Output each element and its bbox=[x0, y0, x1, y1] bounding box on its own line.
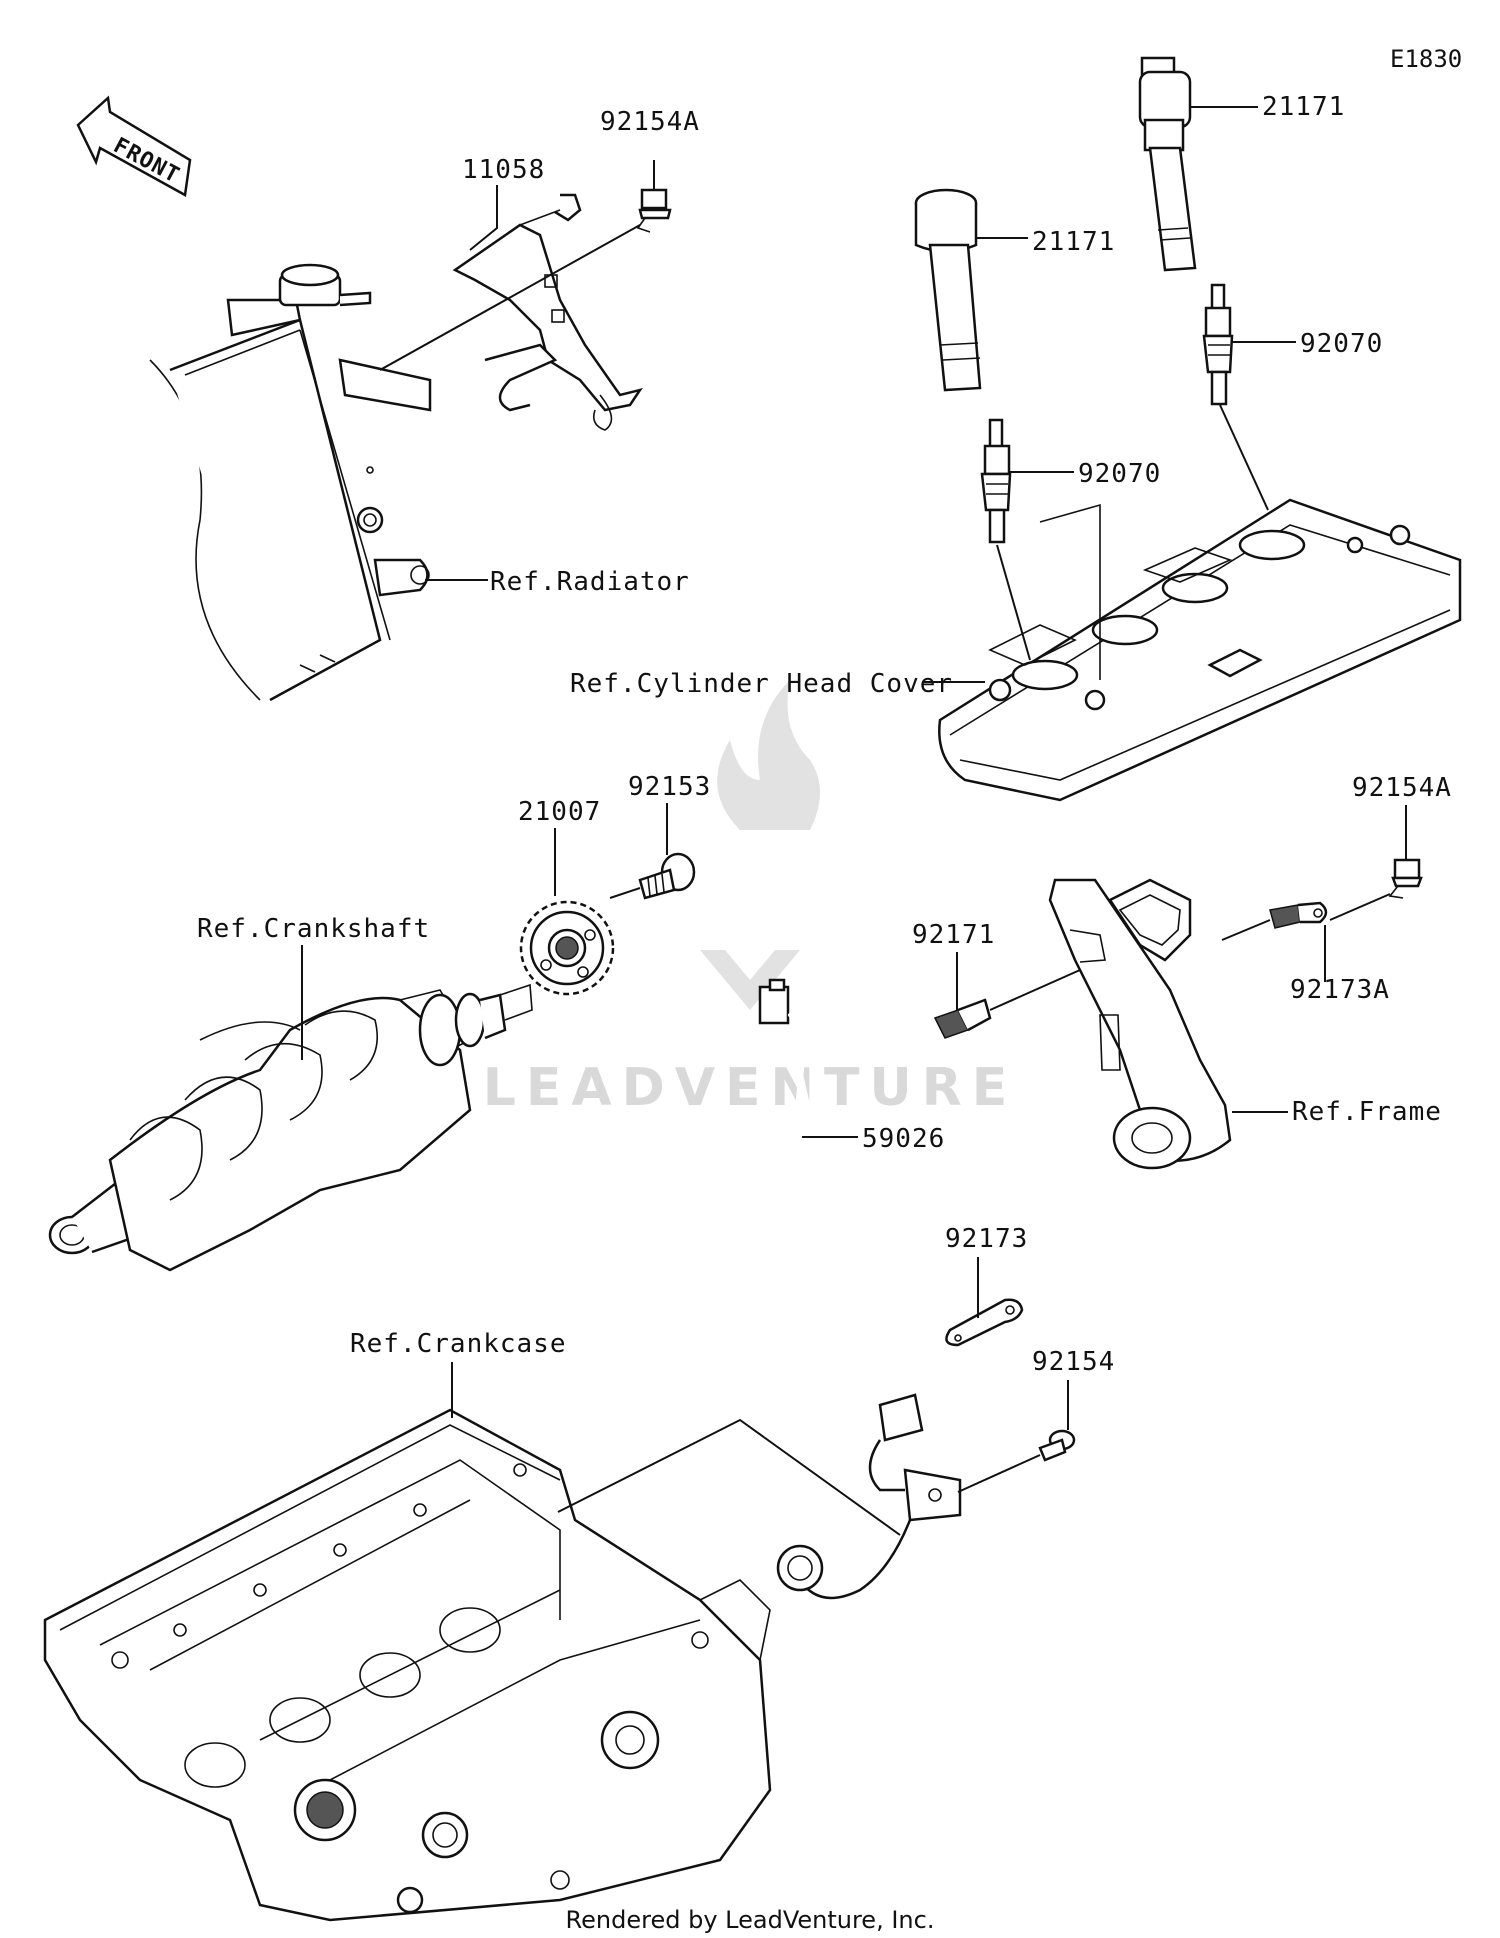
label-ref-crankcase: Ref.Crankcase bbox=[350, 1329, 567, 1359]
bolt-92154a-top-icon bbox=[636, 188, 672, 233]
label-92070-right: 92070 bbox=[1300, 329, 1383, 359]
spark-plug-left-icon bbox=[980, 418, 1012, 544]
radiator-drawing bbox=[149, 263, 432, 702]
label-21007: 21007 bbox=[518, 797, 601, 827]
front-arrow-icon: FRONT bbox=[76, 95, 192, 197]
label-21171-top: 21171 bbox=[1262, 92, 1345, 122]
label-92173: 92173 bbox=[945, 1224, 1028, 1254]
spark-plug-right-icon bbox=[1202, 283, 1234, 406]
label-ref-frame: Ref.Frame bbox=[1292, 1097, 1442, 1127]
label-ref-cylinder-head-cover: Ref.Cylinder Head Cover bbox=[570, 669, 953, 699]
label-ref-crankshaft: Ref.Crankshaft bbox=[197, 914, 430, 944]
bracket-11058-drawing bbox=[452, 193, 643, 431]
ignition-coil-top-icon bbox=[1138, 56, 1197, 272]
crankcase-drawing bbox=[43, 1408, 772, 1922]
label-92173a: 92173A bbox=[1290, 975, 1390, 1005]
label-92154a-top: 92154A bbox=[600, 107, 700, 137]
label-59026: 59026 bbox=[862, 1124, 945, 1154]
footer-credit: Rendered by LeadVenture, Inc. bbox=[566, 1906, 935, 1934]
label-ref-radiator: Ref.Radiator bbox=[490, 567, 690, 597]
bolt-92153-icon bbox=[638, 852, 696, 900]
label-21171-mid: 21171 bbox=[1032, 227, 1115, 257]
label-92154a-right: 92154A bbox=[1352, 773, 1452, 803]
frame-drawing bbox=[1048, 878, 1232, 1170]
clamp-92173a-icon bbox=[1269, 901, 1328, 929]
label-92154: 92154 bbox=[1032, 1347, 1115, 1377]
timing-rotor-21007-icon bbox=[519, 900, 615, 996]
clamp-92171-icon bbox=[933, 998, 992, 1039]
crankshaft-drawing bbox=[48, 983, 533, 1272]
diagram-code: E1830 bbox=[1390, 45, 1462, 73]
ignition-coil-mid-icon bbox=[914, 188, 982, 392]
label-92153: 92153 bbox=[628, 772, 711, 802]
crank-sensor-59026-drawing bbox=[758, 978, 962, 1600]
bolt-92154-icon bbox=[1038, 1429, 1076, 1462]
clamp-92173-icon bbox=[945, 1298, 1024, 1347]
watermark-text: LEADVENTURE bbox=[483, 1058, 1018, 1118]
label-92070-left: 92070 bbox=[1078, 459, 1161, 489]
label-11058: 11058 bbox=[462, 155, 545, 185]
bolt-92154a-right-icon bbox=[1388, 858, 1423, 899]
cylinder-head-cover-drawing bbox=[938, 498, 1462, 802]
label-92171: 92171 bbox=[912, 920, 995, 950]
leadventure-watermark: LEADVENTURE bbox=[483, 680, 1018, 1118]
